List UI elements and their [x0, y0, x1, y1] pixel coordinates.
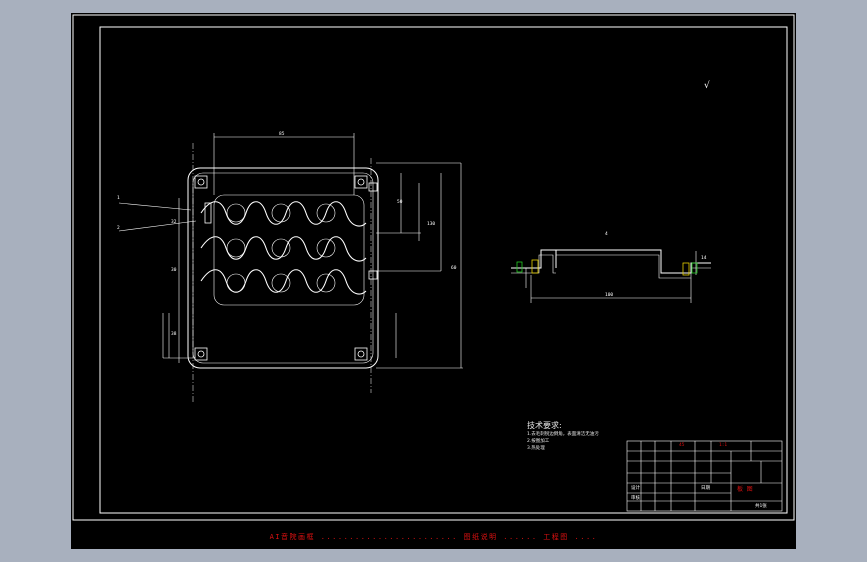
tech-line-3: 3.热处理 [527, 446, 545, 451]
dim-left-upper: 32 [171, 219, 177, 225]
technical-requirements: 技术要求: 1.去毛刺锐边倒角，表面清洁无油污 2.按图加工 3.热处理 [527, 420, 599, 452]
dim-left-mid: 30 [171, 267, 177, 273]
title-part-name: 板 图 [737, 485, 753, 493]
dim-right-b: 130 [427, 221, 435, 227]
title-block [626, 440, 783, 512]
side-view-fittings [516, 259, 698, 276]
dim-left-lower: 38 [171, 331, 177, 337]
tech-title: 技术要求: [527, 421, 562, 430]
dim-side-top: 4 [605, 231, 608, 237]
plan-view [187, 143, 379, 403]
tech-line-2: 2.按图加工 [527, 439, 550, 444]
channel-region [213, 194, 365, 306]
tech-line-1: 1.去毛刺锐边倒角，表面清洁无油污 [527, 432, 599, 437]
dim-top-width: 85 [279, 131, 285, 137]
title-checker: 审核 [631, 494, 640, 501]
channel-bosses [226, 203, 336, 293]
cad-canvas: √ [72, 14, 795, 521]
corner-bolts [194, 175, 368, 361]
dim-side-width: 100 [605, 292, 613, 298]
serpentine-channel [200, 201, 367, 295]
fitting-top [368, 182, 378, 192]
plate-inner-outline [192, 172, 374, 364]
outer-frame [72, 14, 795, 521]
title-material: 45 [679, 442, 685, 448]
inner-frame [99, 26, 788, 514]
title-sheet: 共1张 [755, 502, 767, 509]
dim-right-c: 60 [451, 265, 457, 271]
footer-caption: AI音院画框 ........................ 图纸说明 ...… [269, 533, 598, 541]
plan-dimensions [118, 133, 463, 369]
plate-outline [187, 167, 379, 369]
dim-side-height: 14 [701, 255, 707, 261]
drawing-sheet: √ [71, 13, 796, 549]
title-designer: 设计 [631, 484, 640, 491]
leader-1: 1 [117, 195, 120, 201]
title-date: 日期 [701, 485, 710, 491]
leader-2: 2 [117, 225, 120, 231]
dim-right-a: 50 [397, 199, 403, 205]
fitting-left [204, 202, 212, 224]
title-scale: 1:1 [719, 442, 727, 448]
roughness-symbol: √ [704, 80, 710, 91]
fitting-right [368, 270, 378, 280]
